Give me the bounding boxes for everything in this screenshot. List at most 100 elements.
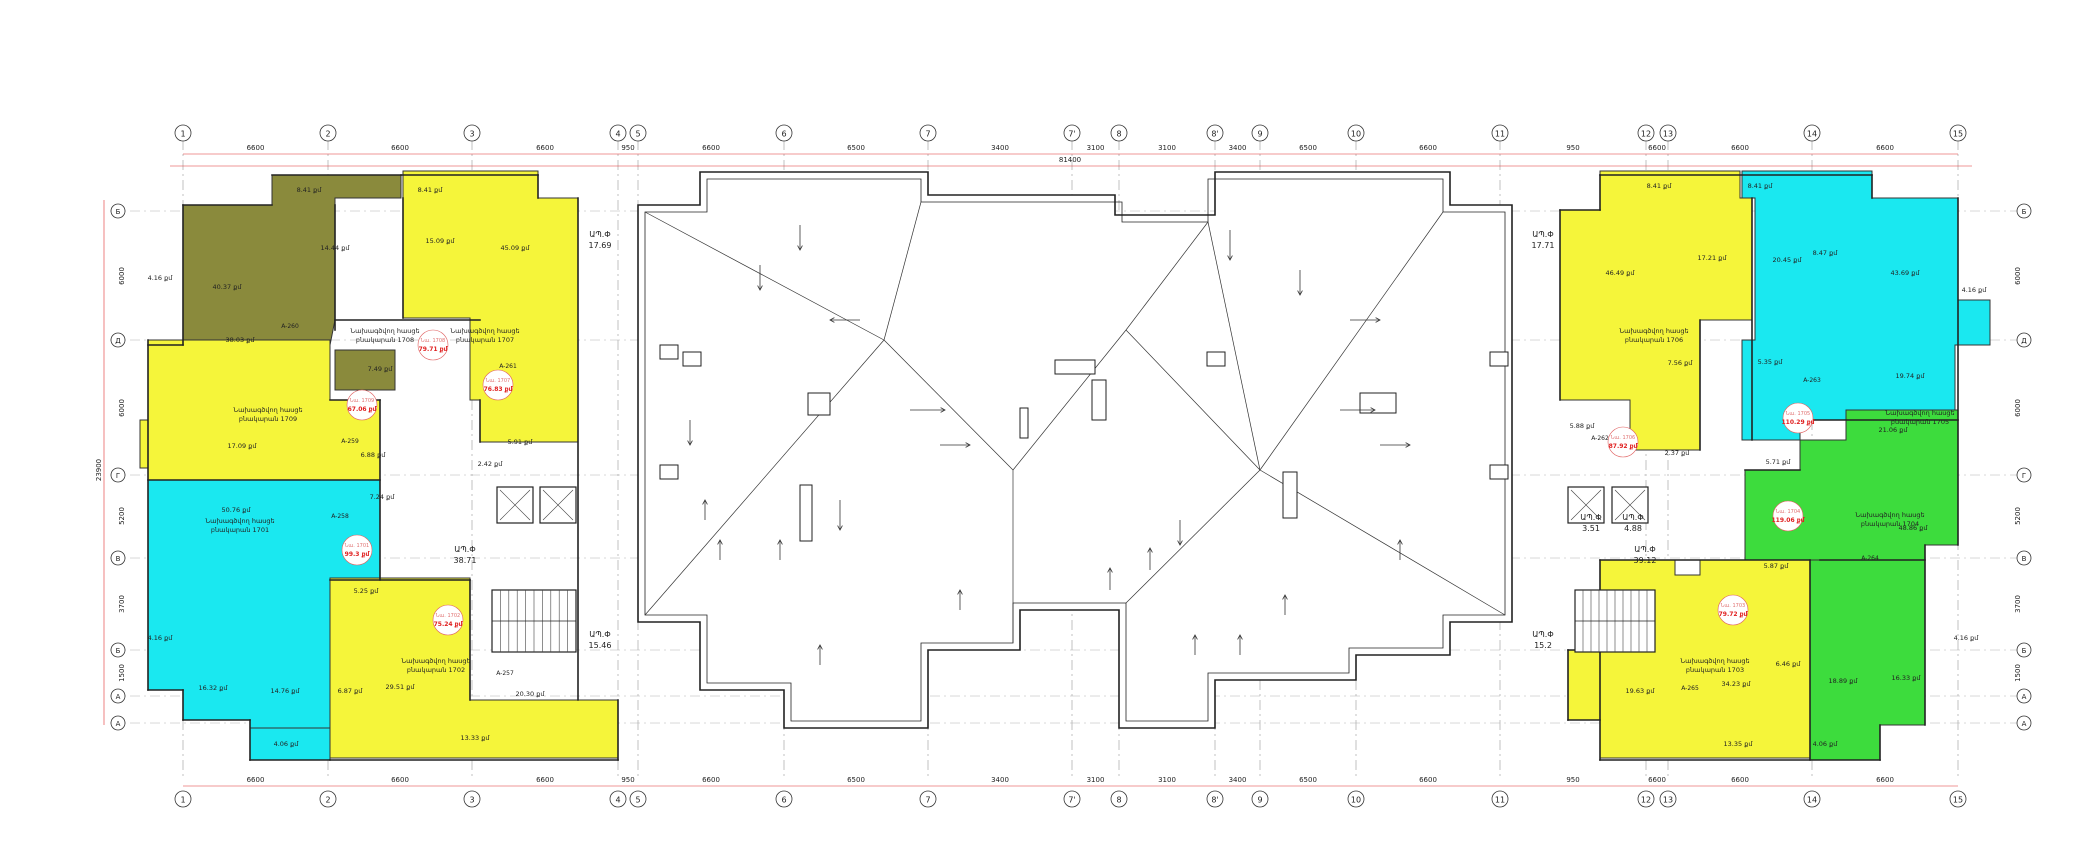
roof-ridge <box>1125 221 1209 331</box>
slope-arrow-head <box>1370 407 1376 413</box>
slope-arrow-head <box>757 285 763 291</box>
span-label-top: 6500 <box>1299 144 1317 152</box>
axis-label-top: 12 <box>1641 130 1651 139</box>
stair-code: ԱՊ.Փ <box>1532 630 1554 639</box>
room-area-left: 4.16 քմ <box>148 634 174 642</box>
room-area-left: 5.91 քմ <box>508 438 534 446</box>
room-area-right: 18.89 քմ <box>1829 677 1859 685</box>
span-label-top: 6600 <box>1876 144 1894 152</box>
span-label-bottom: 6600 <box>247 776 265 784</box>
room-area-left: 16.32 քմ <box>199 684 229 692</box>
apartment-caption: Նախագծվող հասցե <box>1680 657 1749 665</box>
axis-label-bottom: 2 <box>325 796 330 805</box>
room-area-right: 5.35 քմ <box>1758 358 1784 366</box>
apartment-badge <box>482 369 514 401</box>
axis-bubble-right <box>2016 642 2032 658</box>
apartment-caption: Նախագծվող հասցե <box>205 517 274 525</box>
room-area-right: 48.86 քմ <box>1899 524 1929 532</box>
room-area-right: 5.87 քմ <box>1764 562 1790 570</box>
height-span-left: 5200 <box>118 507 126 525</box>
apartment-fill-a260-bath <box>334 349 396 391</box>
apartment-badge <box>1607 426 1639 458</box>
room-area-right: 17.21 քմ <box>1698 254 1728 262</box>
axis-bubble-left <box>110 332 126 348</box>
apartment-badge-unit: Նա. 1709 <box>350 398 374 404</box>
slope-arrow-head <box>1177 540 1183 546</box>
apartment-caption: բնակարան 1701 <box>211 526 269 534</box>
apartment-badge-area: 79.72 քմ <box>1719 611 1749 618</box>
apartment-fill-a263 <box>1741 170 1991 441</box>
room-area-left: 7.49 քմ <box>368 365 394 373</box>
apartment-badge-area: 79.71 քմ <box>419 346 449 353</box>
axis-label-right: Б <box>2022 208 2027 216</box>
apartment-badge-area: 87.92 քմ <box>1609 443 1639 450</box>
axis-bubble-left <box>110 467 126 483</box>
axis-label-bottom: 12 <box>1641 796 1651 805</box>
axis-bubble-bottom <box>1251 790 1269 808</box>
stair-area: 15.46 <box>589 641 612 650</box>
lift-cross <box>542 489 574 521</box>
apartment-badge-unit: Նա. 1704 <box>1776 509 1800 515</box>
roof-vent <box>1091 379 1107 421</box>
axis-bubble-top <box>1347 124 1365 142</box>
roof-ridge <box>1125 329 1261 471</box>
axis-label-top: 14 <box>1807 130 1817 139</box>
slope-arrow-head <box>777 539 783 545</box>
slope-arrow-head <box>1107 567 1113 573</box>
slope-arrow-head <box>837 525 843 531</box>
axis-label-bottom: 5 <box>635 796 640 805</box>
slope-arrow-head <box>940 407 946 413</box>
axis-label-bottom: 8' <box>1211 796 1218 805</box>
apartment-caption: բնակարան 1705 <box>1891 418 1949 426</box>
stair-code: ԱՊ.Փ <box>1634 545 1656 554</box>
axis-label-left: Б <box>116 647 121 655</box>
span-label-bottom: 6500 <box>847 776 865 784</box>
room-area-left: 7.24 քմ <box>370 493 396 501</box>
stair-area: 39.12 <box>1634 556 1657 565</box>
apartment-badge <box>432 604 464 636</box>
span-label-bottom: 6600 <box>1731 776 1749 784</box>
axis-label-left: Г <box>116 472 120 480</box>
room-area-right: 34.23 քմ <box>1722 680 1752 688</box>
axis-bubble-bottom <box>609 790 627 808</box>
apartment-badge <box>1772 500 1804 532</box>
axis-label-left: А <box>116 693 121 701</box>
apartment-badge <box>1717 594 1749 626</box>
roof-vent <box>807 392 831 416</box>
central-roof <box>637 171 1513 729</box>
slope-arrow-head <box>1192 634 1198 640</box>
room-area-left: 8.41 քմ <box>418 186 444 194</box>
axis-label-top: 15 <box>1953 130 1963 139</box>
axis-bubble-top <box>174 124 192 142</box>
room-area-left: 15.09 քմ <box>426 237 456 245</box>
apartment-badge-unit: Նա. 1703 <box>1721 603 1745 609</box>
room-area-left: 50.76 քմ <box>222 506 252 514</box>
axis-label-bottom: 11 <box>1495 796 1505 805</box>
axis-label-top: 6 <box>781 130 786 139</box>
axis-bubble-top <box>1637 124 1655 142</box>
axis-bubble-top <box>1659 124 1677 142</box>
stair-code: ԱՊ.Փ <box>454 545 476 554</box>
room-area-left: 14.76 քմ <box>271 687 301 695</box>
axis-bubble-bottom <box>1491 790 1509 808</box>
apartment-code: A-263 <box>1803 377 1821 384</box>
apartment-badge-area: 75.24 քմ <box>434 621 464 628</box>
axis-bubble-bottom <box>629 790 647 808</box>
apartment-badge-unit: Նա. 1708 <box>421 338 445 344</box>
span-label-top: 6600 <box>1419 144 1437 152</box>
slope-arrow-head <box>1147 547 1153 553</box>
apartment-badge-area: 76.83 քմ <box>484 386 514 393</box>
axis-label-bottom: 14 <box>1807 796 1817 805</box>
axis-bubble-bottom <box>1110 790 1128 808</box>
span-label-bottom: 6600 <box>1876 776 1894 784</box>
span-label-bottom: 3400 <box>991 776 1009 784</box>
room-area-right: 8.41 քմ <box>1748 182 1774 190</box>
room-area-right: 21.06 քմ <box>1879 426 1909 434</box>
roof-ridge <box>1259 469 1506 616</box>
lift-cross <box>499 489 531 521</box>
axis-label-top: 8' <box>1211 130 1218 139</box>
roof-ridge <box>883 201 922 341</box>
room-area-right: 43.69 քմ <box>1891 269 1921 277</box>
slope-arrow-head <box>702 499 708 505</box>
